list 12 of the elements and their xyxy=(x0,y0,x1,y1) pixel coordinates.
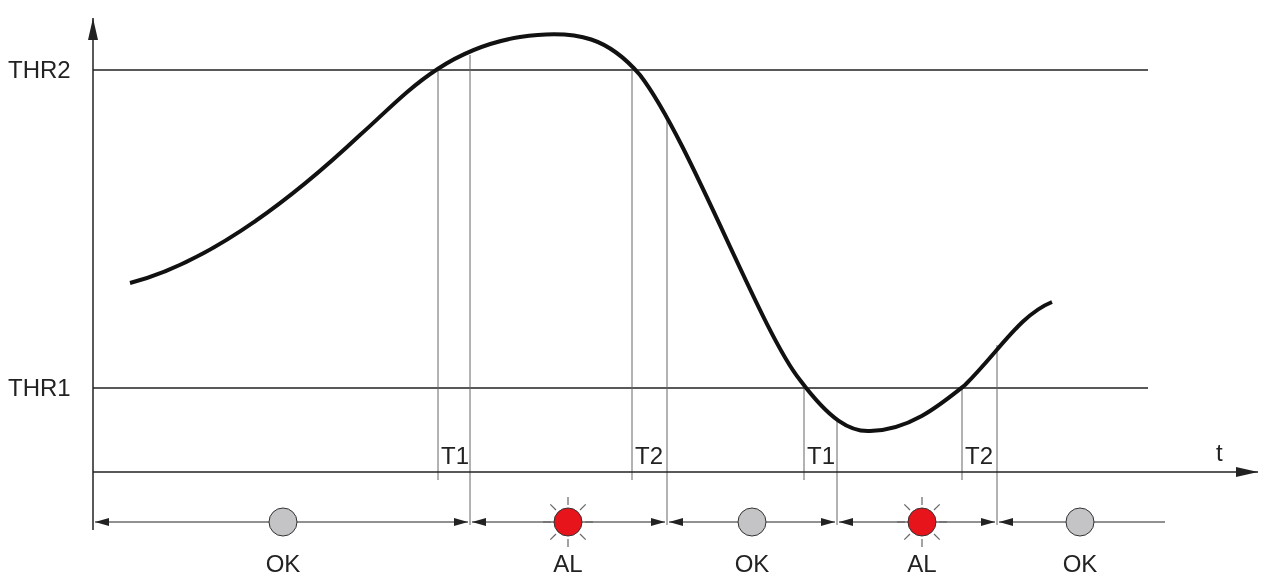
state-label: AL xyxy=(907,552,937,576)
threshold-label: THR1 xyxy=(8,376,71,400)
time-label: T2 xyxy=(635,444,663,468)
axis-label: t xyxy=(1216,441,1223,465)
time-label: T2 xyxy=(965,444,993,468)
time-label: T1 xyxy=(807,444,835,468)
state-label: OK xyxy=(265,552,301,576)
state-label: AL xyxy=(553,552,583,576)
time-label: T1 xyxy=(441,444,469,468)
state-label: OK xyxy=(1062,552,1098,576)
threshold-label: THR2 xyxy=(8,58,71,82)
state-label: OK xyxy=(734,552,770,576)
